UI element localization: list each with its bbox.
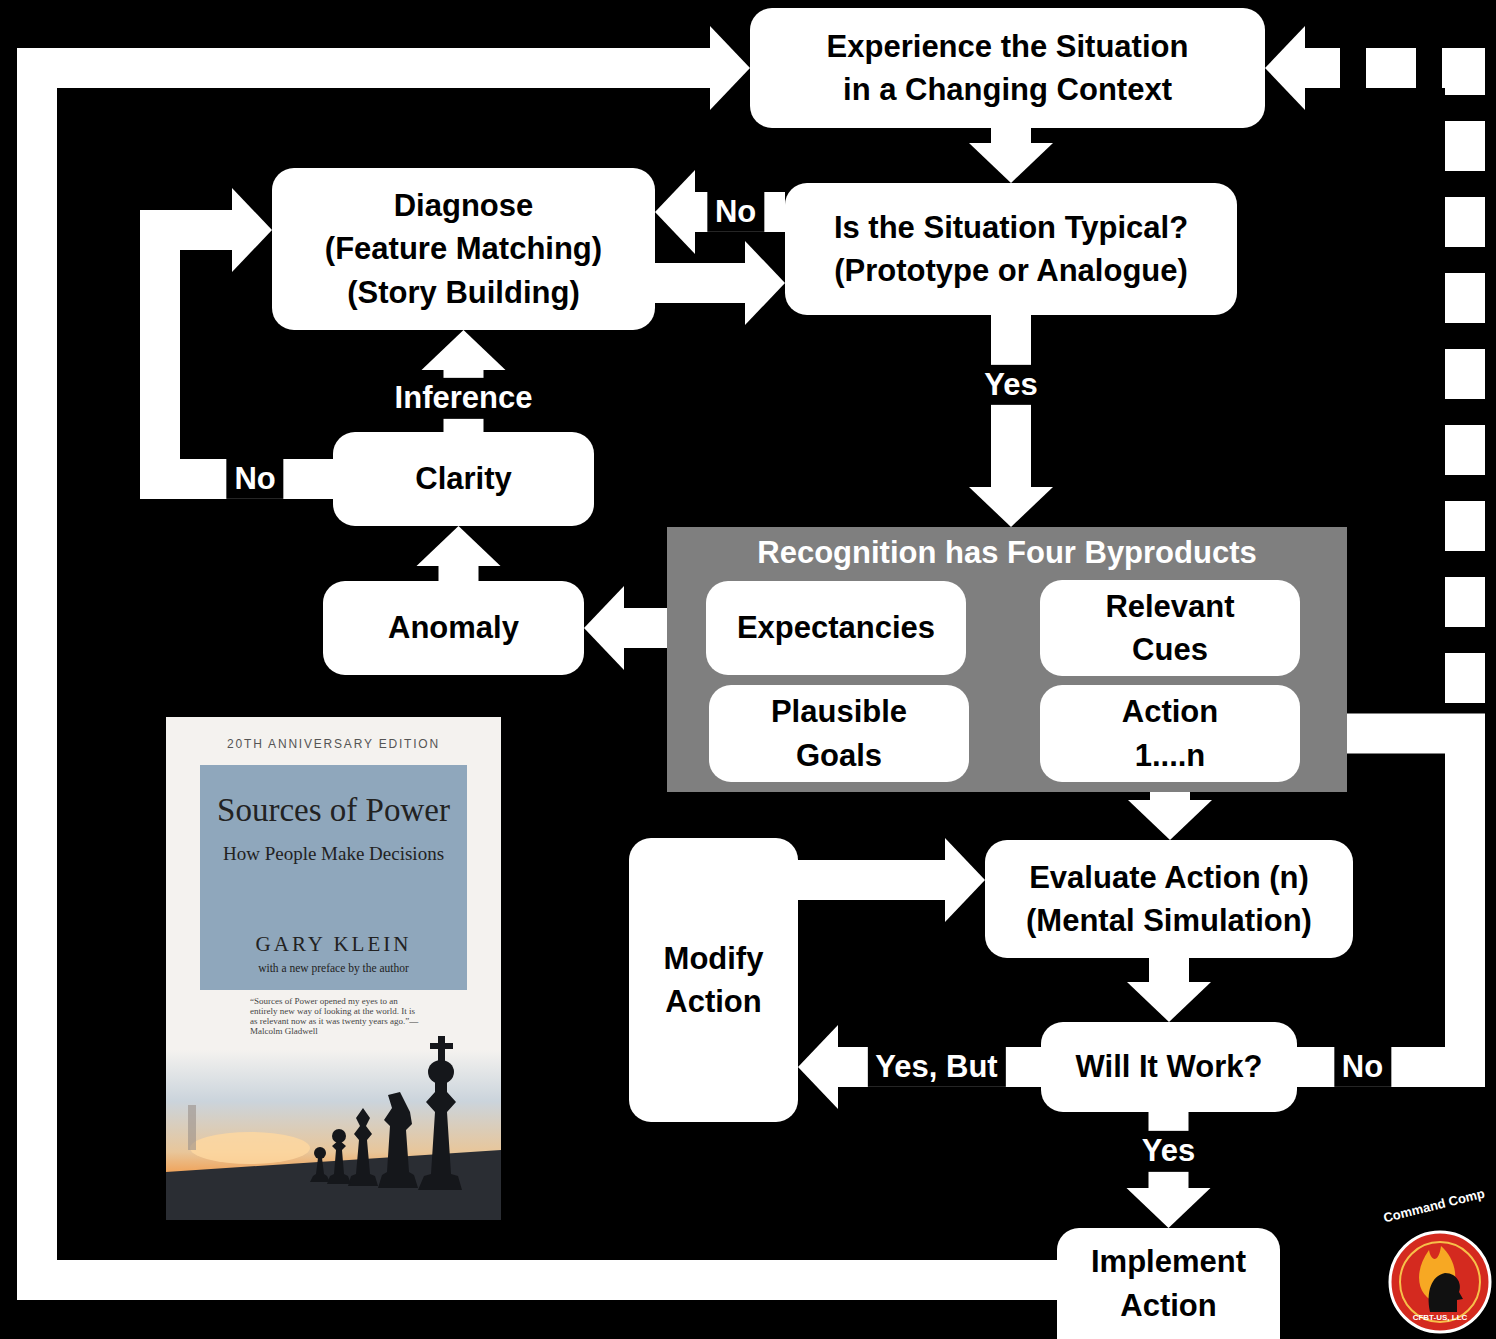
cover-subtitle: How People Make Decisions — [200, 843, 467, 865]
cover-author: GARY KLEIN — [200, 932, 467, 957]
arrow-head — [798, 1025, 838, 1109]
arrow-shaft — [439, 566, 479, 581]
arrow-shaft — [991, 128, 1031, 143]
edge-label: Yes — [976, 365, 1045, 405]
cover-quote: “Sources of Power opened my eyes to an e… — [250, 996, 420, 1036]
arrow-head — [969, 487, 1053, 527]
process-box: Action 1....n — [1040, 685, 1300, 782]
node-text: Experience the Situation in a Changing C… — [827, 25, 1189, 112]
arrow-head — [232, 188, 272, 272]
arrow-shaft — [695, 192, 785, 232]
arrow-head — [969, 143, 1053, 183]
flow-arrow — [798, 1025, 1041, 1109]
arrow-head — [710, 26, 750, 110]
node-text: Diagnose (Feature Matching) (Story Build… — [325, 184, 602, 314]
arrow-head — [1265, 26, 1305, 110]
flow-arrow — [969, 128, 1053, 183]
arrow-head — [422, 330, 506, 370]
node-text: Implement Action — [1091, 1240, 1246, 1327]
edge-label: No — [1334, 1047, 1391, 1087]
flow-arrow — [1127, 958, 1211, 1022]
company-logo — [1390, 1232, 1490, 1332]
arrow-shaft — [798, 860, 945, 900]
arrow-head — [745, 241, 785, 325]
node-text: Clarity — [415, 457, 511, 500]
node-text: Is the Situation Typical? (Prototype or … — [834, 206, 1188, 293]
node-text: Anomaly — [388, 606, 519, 649]
edge-label: Yes, But — [867, 1047, 1005, 1087]
process-box: Diagnose (Feature Matching) (Story Build… — [272, 168, 655, 330]
arrow-head — [1127, 1188, 1211, 1228]
edge-label: No — [226, 459, 283, 499]
arrow-shaft — [655, 263, 745, 303]
node-text: Modify Action — [664, 937, 764, 1024]
arrow-head — [417, 526, 501, 566]
group-band: Recognition has Four ByproductsExpectanc… — [667, 527, 1347, 792]
process-box: Modify Action — [629, 838, 798, 1122]
flow-arrow — [1127, 1112, 1211, 1228]
arrow-head — [584, 586, 624, 670]
cover-note: with a new preface by the author — [200, 962, 467, 974]
edge-label: Inference — [387, 378, 541, 418]
book-cover — [166, 717, 501, 1220]
process-box: Anomaly — [323, 581, 584, 675]
node-text: Will It Work? — [1076, 1045, 1263, 1088]
arrow-shaft — [1149, 958, 1189, 982]
arrow-head — [1127, 982, 1211, 1022]
process-box: Relevant Cues — [1040, 580, 1300, 677]
node-text: Relevant Cues — [1105, 585, 1234, 672]
node-text: Expectancies — [737, 606, 935, 649]
cover-edition: 20TH ANNIVERSARY EDITION — [166, 737, 501, 751]
flow-arrow — [655, 241, 785, 325]
logo-text: CFBT-US, LLC — [1408, 1313, 1472, 1322]
flow-arrow — [417, 526, 501, 581]
process-box: Experience the Situation in a Changing C… — [750, 8, 1265, 128]
flow-arrow — [798, 838, 985, 922]
logo-text: Command Comp — [1382, 1186, 1487, 1226]
node-text: Action 1....n — [1122, 690, 1218, 777]
process-box: Evaluate Action (n) (Mental Simulation) — [985, 840, 1353, 958]
arrow-shaft — [838, 1047, 1041, 1087]
decision-box: Is the Situation Typical? (Prototype or … — [785, 183, 1237, 315]
arrow-head — [655, 170, 695, 254]
flow-arrow — [655, 170, 785, 254]
cover-title: Sources of Power — [200, 790, 467, 830]
decision-box: Will It Work? — [1041, 1022, 1297, 1112]
edge-label: Yes — [1134, 1131, 1203, 1171]
arrow-head — [945, 838, 985, 922]
edge-label: No — [707, 192, 764, 232]
decision-box: Clarity — [333, 432, 594, 526]
process-box: Plausible Goals — [709, 685, 969, 782]
arrow-head — [1128, 800, 1212, 840]
flow-arrow — [969, 315, 1053, 527]
group-heading: Recognition has Four Byproducts — [757, 531, 1256, 574]
node-text: Plausible Goals — [771, 690, 907, 777]
node-text: Evaluate Action (n) (Mental Simulation) — [1026, 856, 1312, 943]
process-box: Implement Action — [1057, 1228, 1280, 1339]
process-box: Expectancies — [706, 581, 966, 675]
